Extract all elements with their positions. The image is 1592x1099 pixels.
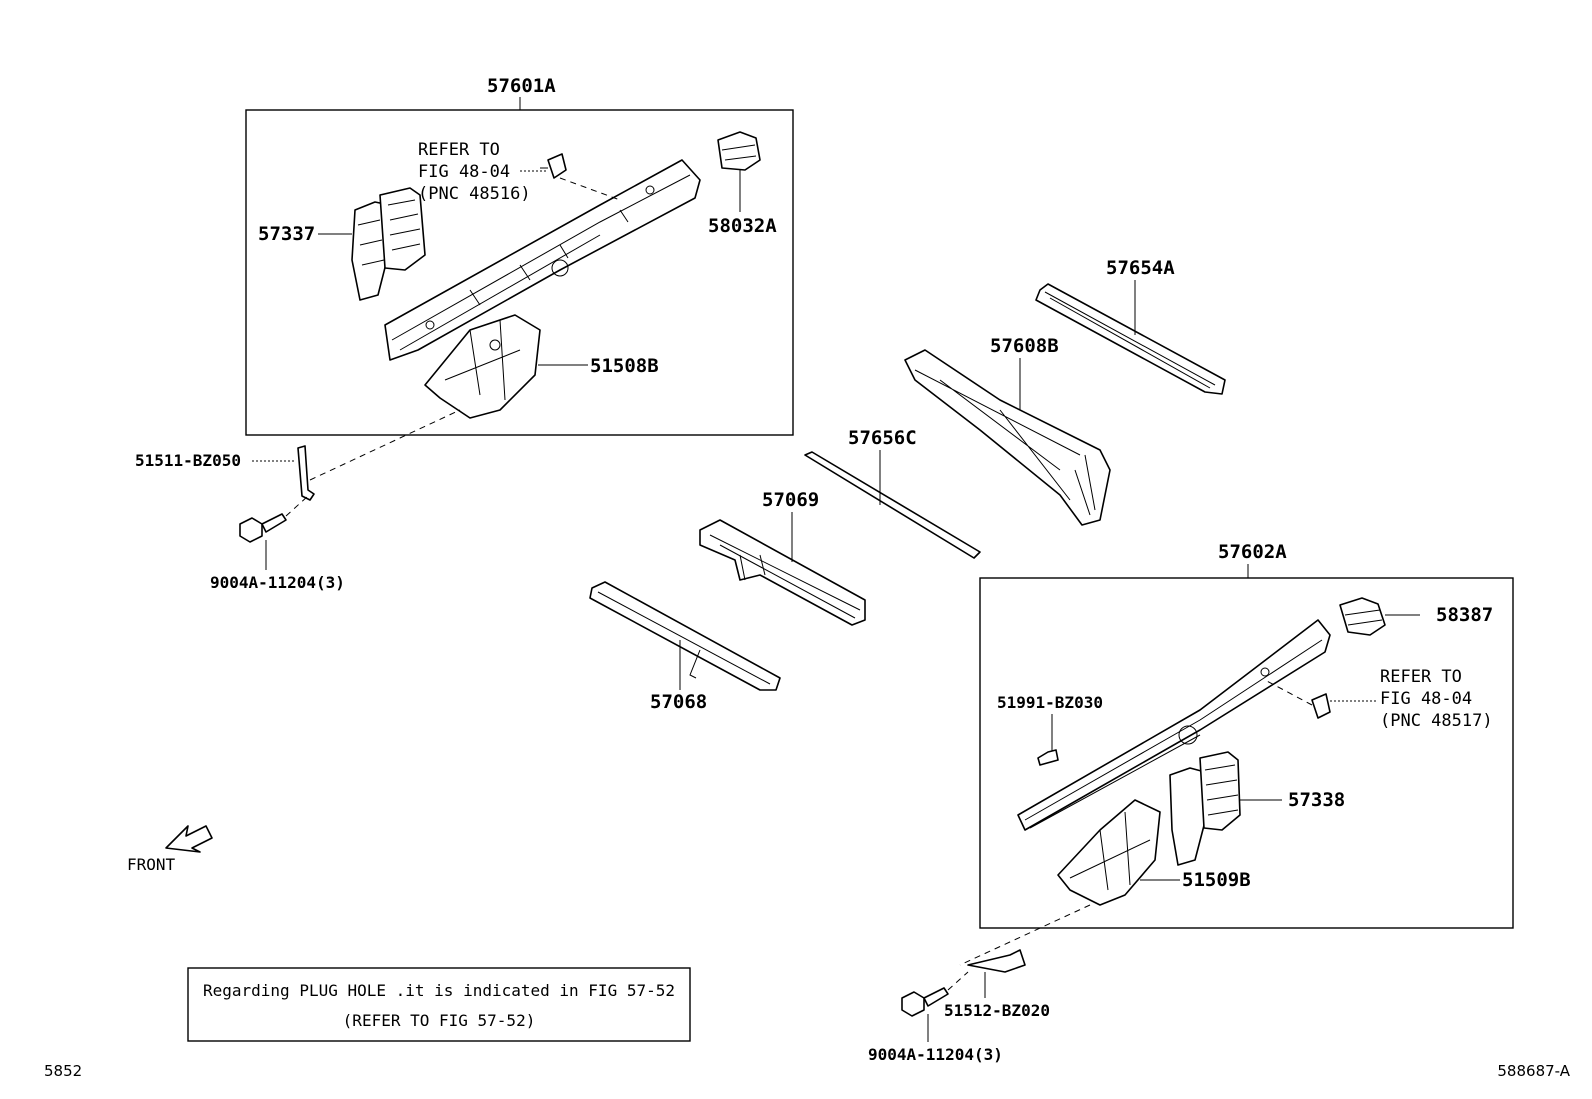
- part-bolt-right[interactable]: [901, 987, 949, 1017]
- label-57656C[interactable]: 57656C: [848, 427, 917, 449]
- group-label-57601A[interactable]: 57601A: [487, 75, 556, 97]
- part-57069-crossmember[interactable]: [699, 519, 866, 626]
- part-51509B-bracket[interactable]: [1057, 799, 1161, 906]
- label-57068[interactable]: 57068: [650, 691, 707, 713]
- part-51991-bracket[interactable]: [1037, 749, 1059, 766]
- corner-id-right: 588687-A: [1497, 1062, 1570, 1080]
- part-58032A-bracket[interactable]: [717, 131, 761, 171]
- part-57654A-crossmember[interactable]: [1035, 283, 1226, 395]
- group-label-57602A[interactable]: 57602A: [1218, 541, 1287, 563]
- part-clip-left[interactable]: [540, 153, 567, 179]
- ref-right-line3: (PNC 48517): [1380, 711, 1493, 731]
- part-side-member-left[interactable]: [384, 159, 701, 361]
- part-57337-bracket[interactable]: [351, 187, 426, 301]
- label-51511-BZ050[interactable]: 51511-BZ050: [135, 451, 241, 470]
- ref-left-line1: REFER TO: [418, 140, 500, 160]
- label-57338[interactable]: 57338: [1288, 789, 1345, 811]
- part-51512-bracket[interactable]: [967, 949, 1026, 973]
- part-57338-bracket[interactable]: [1169, 751, 1241, 866]
- label-51512-BZ020[interactable]: 51512-BZ020: [944, 1001, 1050, 1020]
- part-58387-bracket[interactable]: [1339, 597, 1386, 636]
- label-9004A-right[interactable]: 9004A-11204(3): [868, 1045, 1003, 1064]
- label-57069[interactable]: 57069: [762, 489, 819, 511]
- label-57654A[interactable]: 57654A: [1106, 257, 1175, 279]
- note-line1[interactable]: Regarding PLUG HOLE .it is indicated in …: [203, 981, 675, 1000]
- part-side-member-right[interactable]: [1017, 619, 1331, 831]
- label-51509B[interactable]: 51509B: [1182, 869, 1251, 891]
- label-57337[interactable]: 57337: [258, 223, 315, 245]
- note-box: [187, 967, 691, 1042]
- label-58032A[interactable]: 58032A: [708, 215, 777, 237]
- ref-right-line1: REFER TO: [1380, 667, 1462, 687]
- part-51508B-bracket[interactable]: [424, 314, 541, 419]
- ref-left-line2[interactable]: FIG 48-04: [418, 162, 510, 182]
- front-label: FRONT: [127, 855, 176, 874]
- label-58387[interactable]: 58387: [1436, 604, 1493, 626]
- label-51991-BZ030[interactable]: 51991-BZ030: [997, 693, 1103, 712]
- front-arrow-icon: [165, 825, 213, 853]
- part-51511-bracket[interactable]: [297, 445, 315, 501]
- part-57656C-strip[interactable]: [804, 451, 981, 559]
- group-box-left: [245, 109, 794, 436]
- corner-id-left: 5852: [44, 1062, 82, 1080]
- part-clip-right[interactable]: [1311, 693, 1331, 719]
- group-box-right: [979, 577, 1514, 929]
- part-57608B-member[interactable]: [904, 349, 1111, 526]
- part-bolt-left[interactable]: [239, 513, 287, 543]
- ref-right-line2[interactable]: FIG 48-04: [1380, 689, 1472, 709]
- part-57068-crossmember[interactable]: [589, 581, 781, 691]
- note-line2[interactable]: (REFER TO FIG 57-52): [343, 1011, 536, 1030]
- label-9004A-left[interactable]: 9004A-11204(3): [210, 573, 345, 592]
- label-57608B[interactable]: 57608B: [990, 335, 1059, 357]
- label-51508B[interactable]: 51508B: [590, 355, 659, 377]
- ref-left-line3: (PNC 48516): [418, 184, 531, 204]
